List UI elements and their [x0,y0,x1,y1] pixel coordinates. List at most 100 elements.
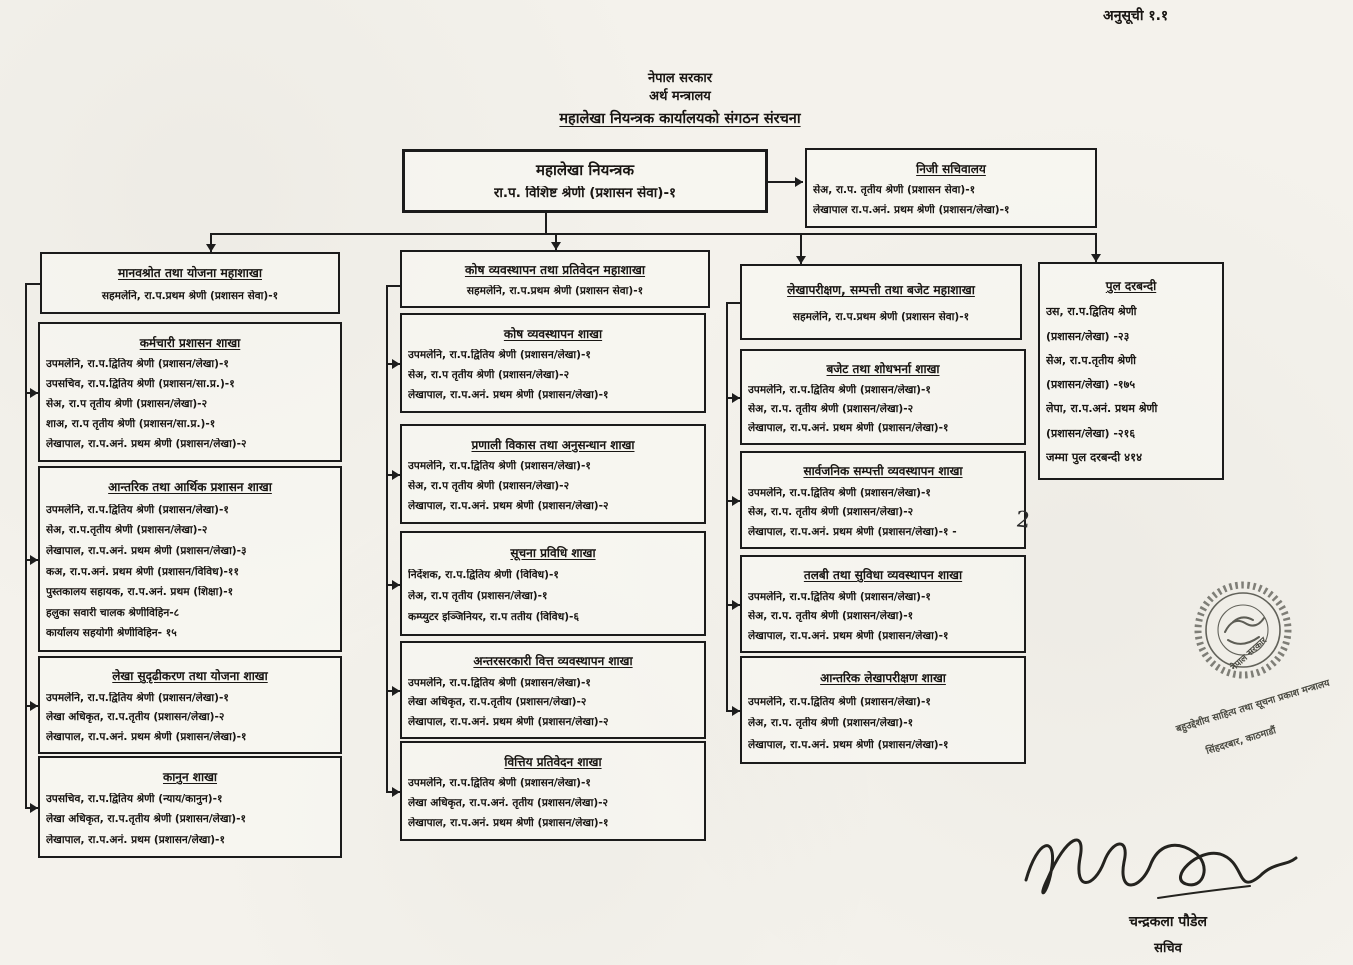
box-line: लेखापाल, रा.प.अनं. प्रथम श्रेणी (प्रशासन… [46,545,247,558]
box-line: सेअ, रा.प. तृतीय श्रेणी (प्रशासन सेवा)-१ [813,184,976,197]
arrowhead-down-icon [206,244,216,252]
box-line: लेखा अधिकृत, रा.प.अनं. तृतीय (प्रशासन/ले… [408,797,609,810]
division-head-box-c2: लेखापरीक्षण, सम्पत्ती तथा बजेट महाशाखासह… [740,264,1022,340]
box-line: सेअ, रा.प.तृतीय श्रेणी [1046,353,1136,367]
box-title: कर्मचारी प्रशासन शाखा [139,335,241,350]
box-line: (प्रशासन/लेखा) -१७५ [1046,378,1136,392]
signatory-name: चन्द्रकला पौडेल [1129,914,1207,930]
box-title: कोष व्यवस्थापन शाखा [503,326,603,341]
box-line: उपमलेनि, रा.प.द्वितिय श्रेणी (प्रशासन/ले… [46,358,229,371]
branch-box-c2-b3: आन्तरिक लेखापरीक्षण शाखा उपमलेनि, रा.प.द्… [740,656,1026,764]
branch-box-c2-b2: तलबी तथा सुविधा व्यवस्थापन शाखाउपमलेनि, … [740,555,1026,653]
arrowhead-right-icon [30,701,38,711]
branch-box-c0-b0: कर्मचारी प्रशासन शाखा उपमलेनि, रा.प.द्वित… [38,322,342,462]
arrowhead-right-icon [795,177,803,187]
box-line: जम्मा पुल दरबन्दी ४१४ [1046,451,1143,464]
box-title: लेखा सुदृढीकरण तथा योजना शाखा [112,669,268,684]
box-line: सेअ, रा.प तृतीय श्रेणी (प्रशासन/लेखा)-२ [46,398,208,411]
signature-scrawl [1024,838,1298,899]
box-line: सेअ, रा.प तृतीय श्रेणी (प्रशासन/लेखा)-२ [408,480,570,493]
document-header: नेपाल सरकार अर्थ मन्त्रालय महालेखा नियन्… [480,70,880,128]
branch-box-c1-b1: प्रणाली विकास तथा अनुसन्धान शाखाउपमलेनि,… [400,424,706,524]
box-line: लेखापाल, रा.प.अनं. प्रथम श्रेणी (प्रशासन… [46,730,247,743]
ministry-name: अर्थ मन्त्रालय [649,88,711,104]
branch-box-c1-b2: सूचना प्रविधि शाखा निर्देशक, रा.प.द्वितिय… [400,531,706,636]
branch-box-c2-b0: बजेट तथा शोधभर्ना शाखा उपमलेनि, रा.प.द्वि… [740,349,1026,445]
box-line: सहमलेनि, रा.प.प्रथम श्रेणी (प्रशासन सेवा… [101,289,279,302]
box-title: तलबी तथा सुविधा व्यवस्थापन शाखा [803,568,963,583]
box-line: (प्रशासन/लेखा) -२१६ [1046,426,1136,440]
box-title: मानवश्रोत तथा योजना महाशाखा [117,266,262,281]
connector-line [386,285,388,793]
box-line: उपमलेनि, रा.प.द्वितिय श्रेणी (प्रशासन/ले… [46,691,229,704]
government-name: नेपाल सरकार [647,71,713,86]
arrowhead-down-icon [551,242,561,250]
connector-line [768,181,803,183]
box-line: उपसचिव, रा.प.द्वितिय श्रेणी (न्याय/कानुन… [46,793,223,806]
connector-line [210,233,212,252]
box-line: लेखापाल, रा.प.अनं. प्रथम श्रेणी (प्रशासन… [748,421,949,434]
box-line: लेखापाल, रा.प.अनं. प्रथम श्रेणी (प्रशासन… [46,438,247,451]
division-head-box-c0: मानवश्रोत तथा योजना महाशाखा सहमलेनि, रा.प… [40,252,340,314]
connector-line [545,213,547,233]
box-line: हलुका सवारी चालक श्रेणीविहिन-८ [46,606,180,619]
box-title: आन्तरिक तथा आर्थिक प्रशासन शाखा [108,480,272,495]
arrowhead-right-icon [30,803,38,813]
box-title: वित्तिय प्रतिवेदन शाखा [504,754,602,769]
connector-line [25,283,27,809]
arrowhead-right-icon [732,496,740,506]
box-line: उपमलेनि, रा.प.द्वितिय श्रेणी (प्रशासन/ले… [748,486,931,499]
branch-box-c2-b1: सार्वजनिक सम्पत्ती व्यवस्थापन शाखाउपमलेन… [740,451,1026,549]
branch-box-c0-b2: लेखा सुदृढीकरण तथा योजना शाखा उपमलेनि, रा… [38,656,342,754]
box-line: सहमलेनि, रा.प.प्रथम श्रेणी (प्रशासन सेवा… [466,284,644,297]
box-title: कोष व्यवस्थापन तथा प्रतिवेदन महाशाखा [464,262,646,277]
connector-line [1095,233,1097,262]
box-line: लेखापाल, रा.प.अनं. प्रथम श्रेणी (प्रशासन… [748,629,949,642]
box-line: सेअ, रा.प तृतीय श्रेणी (प्रशासन/लेखा)-२ [408,369,570,382]
connector-line [386,285,400,287]
box-line: लेखापाल, रा.प.अनं. प्रथम श्रेणी (प्रशासन… [408,500,609,513]
box-line: लेखापाल, रा.प.अनं. प्रथम श्रेणी (प्रशासन… [408,817,609,830]
box-line: सेअ, रा.प. तृतीय श्रेणी (प्रशासन/लेखा)-१ [748,610,914,623]
box-line: उपमलेनि, रा.प.द्वितिय श्रेणी (प्रशासन/ले… [748,383,931,396]
box-line: लेखा अधिकृत, रा.प.तृतीय (प्रशासन/लेखा)-२ [46,711,225,724]
box-line: निर्देशक, रा.प.द्वितिय श्रेणी (विविध)-१ [408,569,559,582]
box-line: लेखा अधिकृत, रा.प.तृतीय श्रेणी (प्रशासन/… [46,813,246,826]
box-line: उपमलेनि, रा.प.द्वितिय श्रेणी (प्रशासन/ले… [46,503,229,516]
box-title: प्रणाली विकास तथा अनुसन्धान शाखा [471,437,635,452]
arrowhead-right-icon [30,555,38,565]
box-title: सूचना प्रविधि शाखा [510,545,596,560]
arrowhead-right-icon [732,706,740,716]
box-line: उपमलेनि, रा.प.द्वितिय श्रेणी (प्रशासन/ले… [408,349,591,362]
arrowhead-right-icon [732,393,740,403]
branch-box-c1-b3: अन्तरसरकारी वित्त व्यवस्थापन शाखाउपमलेनि… [400,641,706,739]
box-line: (प्रशासन/लेखा) -२३ [1046,329,1130,343]
box-title: अन्तरसरकारी वित्त व्यवस्थापन शाखा [473,654,633,669]
arrowhead-right-icon [30,388,38,398]
arrowhead-right-icon [392,686,400,696]
box-title: पुल दरबन्दी [1105,279,1157,294]
box-line: लेअ, रा.प. तृतीय श्रेणी (प्रशासन/लेखा)-१ [748,717,914,730]
arrowhead-down-icon [1091,254,1101,262]
box-title: बजेट तथा शोधभर्ना शाखा [826,361,940,376]
handwritten-mark: 2 [1014,507,1032,534]
chart-title: महालेखा नियन्त्रक कार्यालयको संगठन संरचन… [559,111,801,128]
box-line: पुस्तकालय सहायक, रा.प.अनं. प्रथम (शिक्षा… [46,586,234,599]
box-line: उपमलेनि, रा.प.द्वितिय श्रेणी (प्रशासन/ले… [748,695,931,708]
box-line: सेअ, रा.प. तृतीय श्रेणी (प्रशासन/लेखा)-२ [748,402,914,415]
box-line: लेखापाल, रा.प.अनं. प्रथम (प्रशासन/लेखा)-… [46,833,225,846]
box-line: लेअ, रा.प तृतीय (प्रशासन/लेखा)-१ [408,590,548,603]
box-title: कानुन शाखा [162,770,217,785]
branch-box-c0-b1: आन्तरिक तथा आर्थिक प्रशासन शाखा उपमलेनि, … [38,466,342,652]
connector-line [555,233,557,250]
connector-line [726,302,740,304]
arrowhead-right-icon [392,470,400,480]
box-line: लेपा, रा.प.अनं. प्रथम श्रेणी [1046,402,1158,416]
connector-line [210,233,1095,235]
arrowhead-down-icon [796,256,806,264]
box-title: आन्तरिक लेखापरीक्षण शाखा [820,671,946,686]
pool-positions-box: पुल दरबन्दी उस, रा.प.द्वितिय श्रेणी (प्र… [1038,262,1224,480]
seal-caption-line2: सिंहदरबार, काठमाडौं [1204,725,1278,757]
arrowhead-right-icon [732,600,740,610]
